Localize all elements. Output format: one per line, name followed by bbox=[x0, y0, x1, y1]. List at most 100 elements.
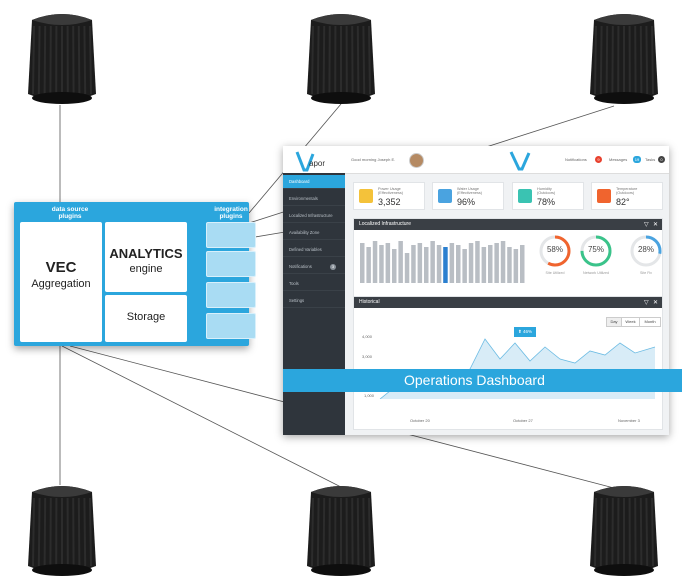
infrastructure-bar bbox=[404, 253, 410, 283]
infrastructure-bar bbox=[513, 249, 519, 283]
infrastructure-bar bbox=[462, 249, 467, 283]
tasks-link[interactable]: Tasks bbox=[645, 157, 656, 162]
infrastructure-bar bbox=[443, 247, 448, 283]
filter-icon[interactable]: ▽ bbox=[644, 222, 649, 228]
nav-defined-variables[interactable]: Defined Variables bbox=[283, 243, 345, 257]
metric-label: Water Usage (Effectiveness) bbox=[457, 187, 483, 195]
notifications-link[interactable]: Notifications bbox=[565, 157, 587, 162]
infrastructure-bar-chart bbox=[360, 241, 525, 283]
integration-plugin-slot bbox=[206, 251, 256, 277]
metric-card-water: Water Usage (Effectiveness) 96% bbox=[432, 182, 504, 210]
vec-aggregation-panel: VEC Aggregation bbox=[20, 222, 102, 342]
trend-icon bbox=[597, 189, 611, 203]
data-source-plugins-header: data source plugins bbox=[51, 206, 89, 220]
trend-icon bbox=[438, 189, 452, 203]
trend-icon bbox=[518, 189, 532, 203]
filter-icon[interactable]: ▽ bbox=[644, 300, 649, 306]
range-tab-day[interactable]: Day bbox=[606, 317, 622, 327]
server-pod-top-center bbox=[303, 10, 379, 106]
greeting-text: Good morning Joseph E. bbox=[351, 157, 396, 162]
infrastructure-bar bbox=[417, 243, 423, 283]
y-tick: 4,000 bbox=[362, 334, 373, 339]
server-pod-top-left bbox=[24, 10, 100, 106]
x-tick: October 20 bbox=[410, 418, 430, 423]
dashboard-sidebar: Dashboard Environmentals Localized Infra… bbox=[283, 173, 345, 435]
messages-link[interactable]: Messages bbox=[609, 157, 628, 162]
server-pod-bottom-right bbox=[586, 482, 662, 578]
close-icon[interactable]: ✕ bbox=[653, 300, 659, 306]
panel-title: Historical bbox=[354, 297, 662, 308]
metric-value: 78% bbox=[537, 197, 556, 207]
infrastructure-bar bbox=[372, 241, 378, 283]
banner-text: Operations Dashboard bbox=[404, 372, 545, 388]
tooltip-value: 46% bbox=[523, 329, 533, 334]
metric-card-humidity: Humidity (Outdoors) 78% bbox=[512, 182, 584, 210]
ring-value: 58% bbox=[546, 245, 563, 254]
svg-text:apor: apor bbox=[309, 159, 325, 168]
utilization-ring: 28% Site Fix bbox=[629, 234, 663, 275]
historical-panel: Historical ▽ ✕ Day Week Month ⬆ 46% 4,00… bbox=[353, 296, 663, 430]
infrastructure-bar bbox=[481, 247, 487, 283]
metric-value: 3,352 bbox=[378, 197, 401, 207]
x-tick: October 27 bbox=[513, 418, 533, 423]
vec-subtitle: Aggregation bbox=[31, 278, 91, 290]
infrastructure-bar bbox=[379, 245, 384, 283]
metric-value: 82° bbox=[616, 197, 630, 207]
vec-block: data source plugins integration plugins … bbox=[14, 202, 256, 346]
ring-value: 28% bbox=[637, 245, 654, 254]
analytics-subtitle: engine bbox=[129, 263, 163, 275]
integration-plugin-slot bbox=[206, 313, 256, 339]
infrastructure-bar bbox=[488, 245, 493, 283]
analytics-title: ANALYTICS bbox=[109, 246, 183, 261]
vec-title: VEC bbox=[45, 259, 77, 276]
vapor-logo-left: apor bbox=[295, 151, 325, 172]
infrastructure-bar bbox=[366, 247, 371, 283]
infrastructure-bar bbox=[500, 241, 506, 283]
infrastructure-bar bbox=[436, 245, 442, 283]
tooltip-badge: ⬆ 46% bbox=[514, 327, 536, 337]
nav-environmentals[interactable]: Environmentals bbox=[283, 192, 345, 206]
localized-infrastructure-panel: Localized Infrastructure ▽ ✕ 58%Site Uti… bbox=[353, 218, 663, 298]
metric-label: Temperature (Outdoors) bbox=[616, 187, 638, 195]
close-icon[interactable]: ✕ bbox=[653, 222, 659, 228]
nav-notifications-badge: 3 bbox=[330, 264, 336, 270]
operations-dashboard-banner: Operations Dashboard bbox=[283, 369, 682, 392]
nav-settings[interactable]: Settings bbox=[283, 294, 345, 308]
infrastructure-bar bbox=[392, 249, 397, 283]
server-pod-bottom-center bbox=[303, 482, 379, 578]
infrastructure-bar bbox=[475, 241, 480, 283]
utilization-ring: 75%Network Utilized bbox=[579, 234, 613, 275]
panel-title: Localized Infrastructure bbox=[354, 219, 662, 230]
nav-dashboard[interactable]: Dashboard bbox=[283, 175, 345, 189]
ring-label: Site Fix bbox=[640, 271, 652, 275]
infrastructure-bar bbox=[411, 245, 416, 283]
notifications-count-badge: 9 bbox=[595, 156, 602, 163]
range-tab-month[interactable]: Month bbox=[639, 317, 661, 327]
nav-tools[interactable]: Tools bbox=[283, 277, 345, 291]
nav-notifications[interactable]: Notifications bbox=[283, 260, 345, 274]
infrastructure-bar bbox=[449, 243, 455, 283]
server-pod-bottom-left bbox=[24, 482, 100, 578]
metric-label: Power Usage (Effectiveness) bbox=[378, 187, 404, 195]
server-pod-top-right bbox=[586, 10, 662, 106]
analytics-engine-panel: ANALYTICS engine bbox=[105, 222, 187, 292]
infrastructure-bar bbox=[494, 243, 499, 283]
storage-label: Storage bbox=[126, 311, 166, 323]
user-avatar[interactable] bbox=[409, 153, 424, 168]
nav-availability-zone[interactable]: Availability Zone bbox=[283, 226, 345, 240]
utilization-ring: 58%Site Utilized bbox=[538, 234, 572, 275]
infrastructure-bar bbox=[398, 241, 403, 283]
storage-panel: Storage bbox=[105, 295, 187, 342]
metric-card-temperature: Temperature (Outdoors) 82° bbox=[591, 182, 663, 210]
tasks-count-badge: 0 bbox=[658, 156, 665, 163]
range-tab-week[interactable]: Week bbox=[621, 317, 640, 327]
infrastructure-bar bbox=[430, 241, 435, 283]
y-tick: 3,000 bbox=[362, 354, 373, 359]
infrastructure-bar bbox=[385, 243, 391, 283]
x-tick: November 3 bbox=[618, 418, 640, 423]
integration-plugin-slot bbox=[206, 282, 256, 308]
trend-icon bbox=[359, 189, 373, 203]
infrastructure-bar bbox=[468, 243, 474, 283]
vapor-logo-center bbox=[509, 151, 531, 171]
nav-localized-infrastructure[interactable]: Localized Infrastructure bbox=[283, 209, 345, 223]
